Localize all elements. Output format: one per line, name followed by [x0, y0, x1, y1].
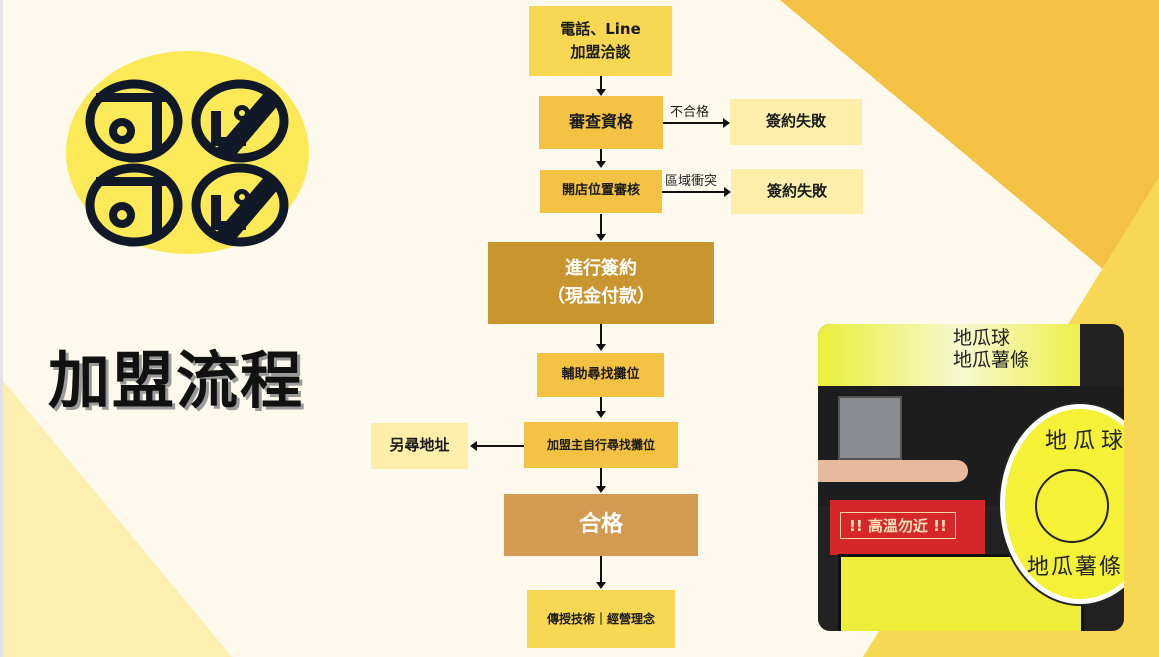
- branch-label-fail: 不合格: [670, 105, 710, 120]
- arrow-head-icon: [596, 161, 606, 168]
- step-contact-line2: 加盟洽談: [570, 43, 631, 61]
- page-title: 加盟流程: [48, 344, 305, 417]
- arrow-head-icon: [596, 582, 606, 589]
- arrow-connector: [600, 324, 602, 344]
- arrow-head-icon: [596, 411, 606, 418]
- step-assist-find: 輔助尋找攤位: [537, 353, 664, 397]
- store-photo: 地瓜球 地瓜薯條 !! 高溫勿近 !! 地瓜球 地瓜薯條: [818, 324, 1124, 631]
- result-fail-2: 簽約失敗: [731, 169, 863, 214]
- brand-logo: [66, 51, 309, 254]
- round-sign-bottom: 地瓜薯條: [1027, 555, 1124, 580]
- arrow-connector: [477, 445, 524, 447]
- result-fail-1: 簽約失敗: [730, 99, 862, 145]
- arrow-connector: [600, 214, 602, 234]
- arrow-head-icon: [596, 89, 606, 96]
- thumbs-up-arm: [818, 460, 968, 482]
- arrow-head-icon: [596, 234, 606, 241]
- left-edge: [0, 0, 3, 657]
- arrow-head-icon: [723, 118, 730, 128]
- round-sign-logo: [1035, 469, 1109, 543]
- branch-label-conflict: 區域衝突: [665, 174, 718, 189]
- round-sign: 地瓜球 地瓜薯條: [1000, 404, 1124, 604]
- step-self-find: 加盟主自行尋找攤位: [524, 422, 678, 468]
- arrow-head-icon: [470, 441, 477, 451]
- warning-sign: !! 高溫勿近 !!: [830, 500, 985, 555]
- arrow-connector: [600, 76, 602, 89]
- step-location-review: 開店位置審核: [540, 170, 662, 213]
- arrow-connector: [600, 556, 602, 582]
- step-qualified: 合格: [504, 494, 698, 556]
- sign-line1: 地瓜球: [953, 327, 1011, 349]
- arrow-head-icon: [596, 344, 606, 351]
- step-training: 傳授技術｜經營理念: [527, 590, 675, 648]
- step-sign-line2: （現金付款）: [547, 286, 655, 307]
- logo-glyphs-icon: [85, 79, 289, 247]
- step-review: 審查資格: [539, 96, 663, 149]
- sign-line2: 地瓜薯條: [953, 348, 1030, 371]
- step-contact-line1: 電話、Line: [560, 19, 641, 38]
- arrow-connector: [600, 397, 602, 411]
- warning-text: !! 高溫勿近 !!: [840, 512, 956, 539]
- arrow-connector: [663, 122, 723, 124]
- result-other-address: 另尋地址: [371, 423, 468, 469]
- arrow-head-icon: [596, 486, 606, 493]
- fan-icon: [838, 396, 902, 460]
- top-signboard: 地瓜球 地瓜薯條: [818, 324, 1080, 386]
- step-contact: 電話、Line 加盟洽談: [529, 6, 672, 76]
- round-sign-top: 地瓜球: [1045, 429, 1124, 454]
- arrow-connector: [600, 468, 602, 486]
- arrow-connector: [662, 191, 724, 193]
- step-sign-contract: 進行簽約 （現金付款）: [488, 242, 714, 324]
- step-sign-line1: 進行簽約: [565, 258, 637, 280]
- arrow-connector: [600, 149, 602, 161]
- arrow-head-icon: [724, 187, 731, 197]
